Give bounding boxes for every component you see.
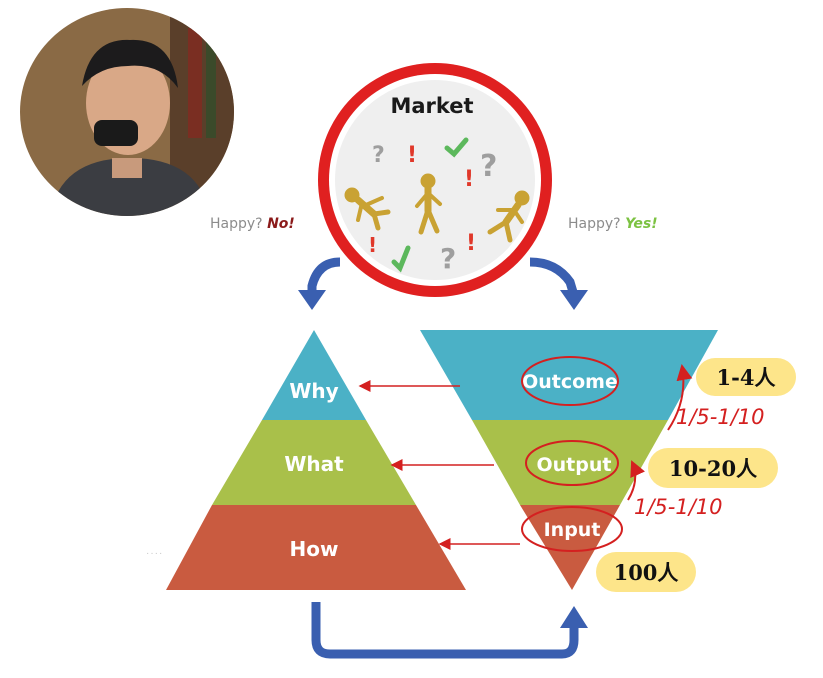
faint-dots: ···· [146,548,164,559]
svg-text:!: ! [466,231,476,256]
happy-left-answer: No! [267,216,295,232]
checkmark-icon [391,137,469,273]
happy-left-label: Happy? No! [210,216,295,232]
svg-text:!: ! [407,143,417,168]
blue-arrow-bottom [311,602,588,659]
person-figure-icon [344,173,530,243]
red-curved-arrows [627,364,693,501]
svg-text:?: ? [480,149,497,184]
svg-text:?: ? [440,242,456,275]
happy-left-question: Happy? [210,216,263,232]
funnel-level-output: Output [537,454,612,476]
highlight-ellipses [521,356,623,552]
ratio-upper: 1/5-1/10 [676,405,765,429]
pyramid-level-what: What [284,452,344,476]
funnel-level-input: Input [544,519,601,541]
badge-top [696,358,796,396]
pyramid-level-how: How [290,537,339,561]
svg-text:!: ! [368,233,377,257]
exclamation-icon: ! ! ! ! [368,143,476,257]
red-connector-arrows [358,380,520,550]
funnel-level-outcome: Outcome [522,371,618,393]
badge-top-label: 1-4人 [717,365,776,390]
happy-right-answer: Yes! [625,216,658,232]
market-title: Market [390,94,473,118]
svg-text:!: ! [464,167,474,192]
badge-middle [648,448,778,488]
pyramid [166,330,466,590]
happy-right-question: Happy? [568,216,621,232]
inverted-funnel [420,330,718,590]
blue-arrow-left [298,257,341,310]
badge-middle-label: 10-20人 [669,456,757,481]
badge-bottom-label: 100人 [614,560,679,585]
blue-arrow-right [529,257,588,310]
ratio-lower: 1/5-1/10 [634,495,723,519]
pyramid-level-why: Why [289,379,338,403]
happy-right-label: Happy? Yes! [568,216,658,232]
question-mark-icon: ? ? ? [372,143,497,275]
svg-text:?: ? [372,143,385,168]
badge-bottom [596,552,696,592]
